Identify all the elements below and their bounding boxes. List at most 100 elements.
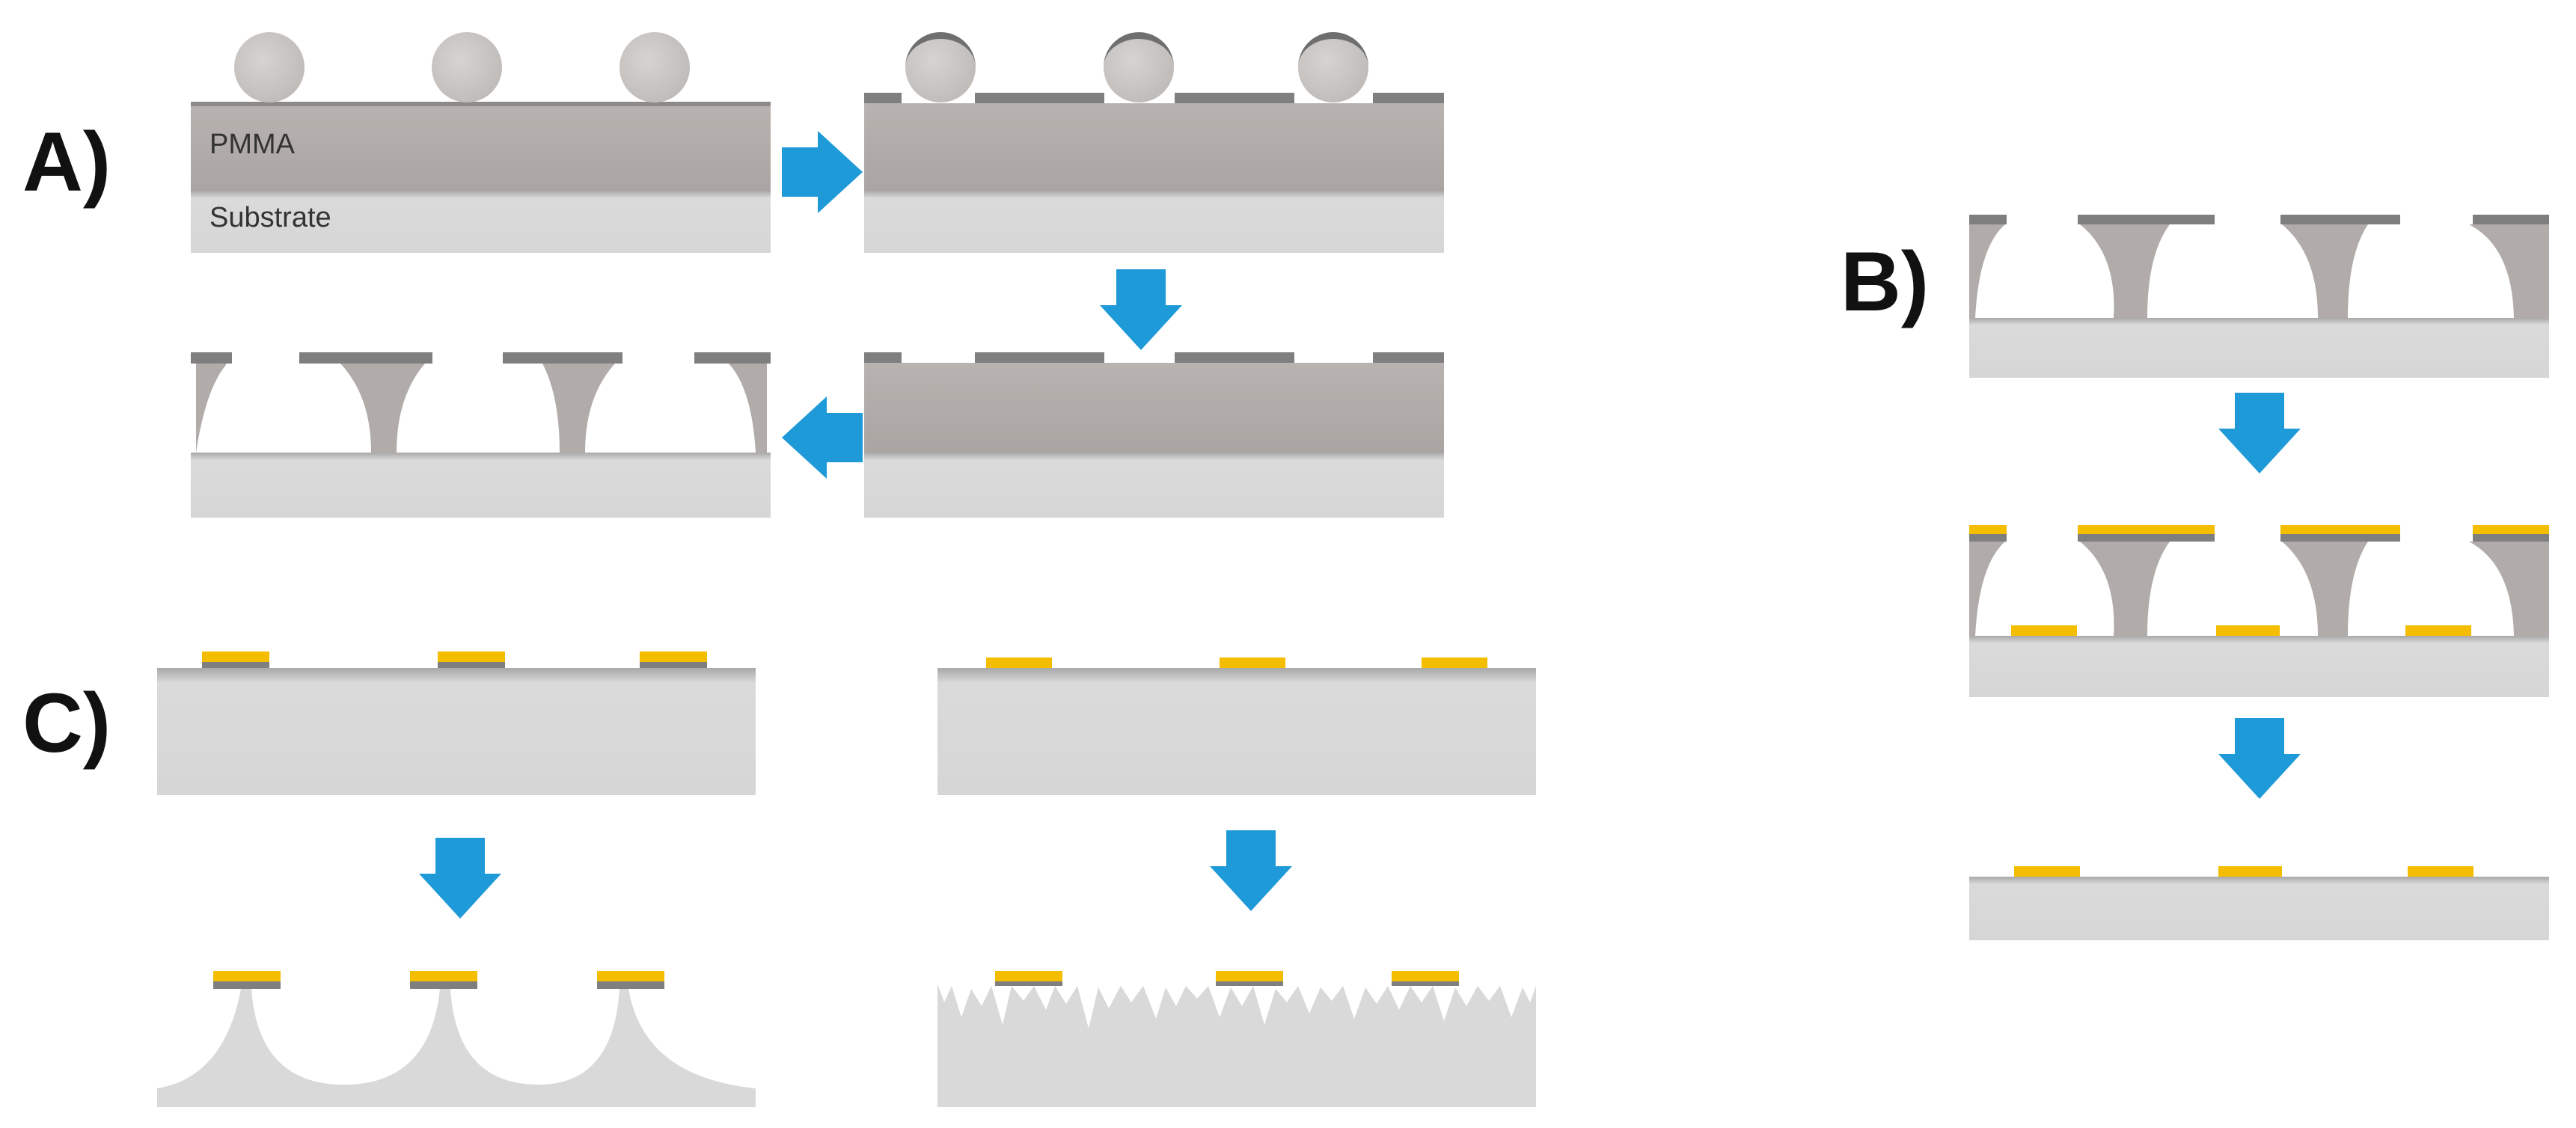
mask-segment: [1969, 533, 2007, 542]
gold-disk: [2218, 866, 2282, 877]
mask-segment: [1175, 352, 1294, 363]
arrow-down-icon: [1210, 830, 1292, 911]
pmma-label: PMMA: [209, 129, 296, 160]
gold-disk: [1220, 658, 1285, 668]
sphere-mask-cap: [905, 32, 976, 67]
undercut-pmma: [196, 364, 767, 453]
panel-b-step-1: [1969, 215, 2549, 378]
mask-segment: [597, 981, 664, 989]
pmma-layer: [864, 103, 1444, 191]
mask-segment: [438, 662, 505, 668]
pmma-layer: [864, 363, 1444, 453]
nanosphere: [234, 32, 305, 102]
gold-disk: [2014, 866, 2080, 877]
mask-segment: [1373, 352, 1444, 363]
gold-disk: [410, 971, 477, 981]
mask-segment: [299, 352, 432, 364]
panel-b-label: B): [1841, 235, 1929, 328]
substrate-layer: [1969, 877, 2549, 940]
mask-segment: [2280, 533, 2400, 542]
mask-segment: [864, 93, 902, 103]
mask-segment: [503, 352, 622, 364]
mask-segment: [213, 981, 281, 989]
panel-c-right-step-1: [937, 658, 1536, 795]
gold-disk: [995, 971, 1062, 981]
gold-disk: [1422, 658, 1487, 668]
substrate-layer: [191, 453, 771, 518]
panel-a-step-4: [191, 352, 771, 518]
panel-a: A) PMMA Substrate: [22, 32, 1444, 518]
panel-c-left-step-1: [157, 652, 756, 795]
undercut-pmma: [1969, 224, 2549, 318]
gold-disk: [2011, 625, 2077, 636]
substrate-label: Substrate: [209, 202, 331, 233]
etched-substrate: [157, 989, 756, 1107]
nanosphere: [1104, 32, 1174, 102]
sphere-mask-cap: [1298, 32, 1368, 67]
mask-segment: [1969, 215, 2007, 224]
panel-b-step-3: [1969, 866, 2549, 940]
mask-segment: [864, 352, 902, 363]
mask-segment: [202, 662, 269, 668]
substrate-layer: [864, 453, 1444, 518]
substrate-layer: [937, 668, 1536, 795]
gold-film: [2078, 525, 2215, 534]
mask-segment: [1392, 981, 1459, 986]
panel-c-left-step-2: [157, 971, 756, 1107]
nanosphere: [432, 32, 502, 102]
mask-segment: [975, 352, 1104, 363]
mask-segment: [2280, 215, 2400, 224]
gold-disk: [986, 658, 1052, 668]
substrate-layer: [157, 668, 756, 795]
pmma-layer: [191, 103, 771, 191]
arrow-down-icon: [1100, 269, 1182, 350]
gold-disk: [1216, 971, 1283, 981]
pmma-top-edge: [191, 102, 771, 106]
gold-disk: [1392, 971, 1459, 981]
arrow-down-icon: [2218, 718, 2301, 799]
mask-segment: [1373, 93, 1444, 103]
panel-c-label: C): [22, 676, 111, 770]
substrate-layer: [1969, 318, 2549, 378]
mask-segment: [640, 662, 707, 668]
gold-disk: [2408, 866, 2473, 877]
arrow-left-icon: [782, 396, 863, 479]
mask-segment: [975, 93, 1104, 103]
mask-segment: [191, 352, 232, 364]
arrow-down-icon: [2218, 393, 2301, 473]
gold-film: [2473, 525, 2549, 534]
rough-etched-substrate: [937, 984, 1536, 1107]
gold-disk: [2216, 625, 2280, 636]
arrow-right-icon: [782, 131, 863, 213]
nanosphere: [1298, 32, 1368, 102]
gold-film: [2280, 525, 2400, 534]
mask-segment: [694, 352, 771, 364]
gold-film: [1969, 525, 2007, 534]
gold-disk: [213, 971, 281, 981]
panel-a-step-3: [864, 352, 1444, 518]
panel-c-right-step-2: [937, 971, 1536, 1107]
mask-segment: [2078, 215, 2215, 224]
undercut-pmma: [1969, 542, 2549, 636]
gold-disk: [597, 971, 664, 981]
nanosphere: [619, 32, 690, 102]
mask-segment: [410, 981, 477, 989]
panel-b: B): [1841, 215, 2549, 940]
panel-a-label: A): [22, 115, 111, 209]
gold-disk: [640, 652, 707, 662]
mask-segment: [1175, 93, 1294, 103]
mask-segment: [2078, 533, 2215, 542]
panel-c: C): [22, 652, 1536, 1107]
mask-segment: [1216, 981, 1283, 986]
panel-a-step-2: [864, 32, 1444, 253]
nanosphere: [905, 32, 976, 102]
substrate-layer: [1969, 636, 2549, 697]
mask-segment: [995, 981, 1062, 986]
gold-disk: [2405, 625, 2471, 636]
panel-a-step-1: PMMA Substrate: [191, 32, 771, 253]
substrate-layer: [864, 191, 1444, 253]
arrow-down-icon: [419, 838, 501, 919]
panel-b-step-2: [1969, 525, 2549, 697]
mask-segment: [2473, 533, 2549, 542]
